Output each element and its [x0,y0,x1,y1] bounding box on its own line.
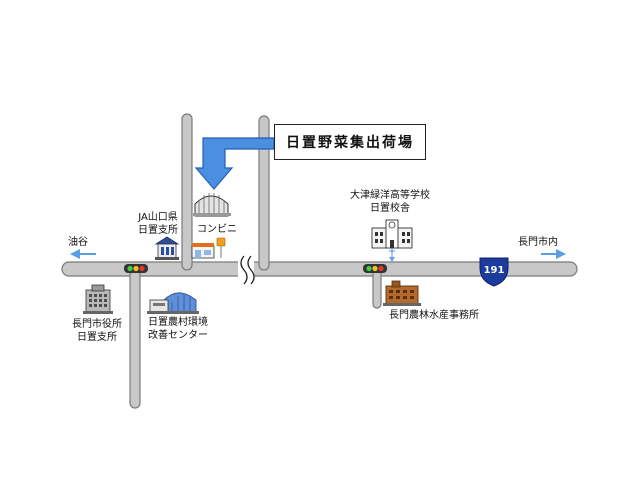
road-north-2 [258,115,270,271]
road-north-1 [181,113,193,271]
community-center-icon [147,292,199,314]
east-arrow-icon [541,249,566,259]
agri-center-line1: 日置農村環境 [148,317,208,328]
route-shield-number: 191 [484,265,505,276]
convenience-label: コンビニ [197,224,237,235]
post-sign-icon [216,237,226,258]
bank-icon [154,236,180,260]
office-building-icon [83,284,113,314]
west-direction-label: 油谷 [68,237,88,248]
ja-label-line2: 日置支所 [138,225,178,236]
city-office-line1: 長門市役所 [72,319,122,330]
store-icon [191,243,215,259]
traffic-light-icon [124,264,148,273]
school-label: 大津緑洋高等学校 日置校舎 [338,189,442,215]
agri-center-label: 日置農村環境 改善センター [148,316,208,342]
school-line2: 日置校舎 [370,203,410,214]
school-icon [371,219,413,262]
factory-icon [383,280,421,306]
city-office-label: 長門市役所 日置支所 [64,318,130,344]
ja-label-line1: JA山口県 [138,212,178,223]
destination-arrow [194,137,275,190]
west-arrow-icon [70,249,96,259]
route-shield-icon: 191 [479,257,509,287]
forestry-office-label: 長門農林水産事務所 [389,310,479,321]
agri-center-line2: 改善センター [148,330,208,341]
traffic-light-icon [363,264,387,273]
road-south-short [372,269,382,309]
destination-label: 日置野菜集出荷場 [274,124,426,160]
road-break-mark [238,255,255,285]
school-line1: 大津緑洋高等学校 [350,190,430,201]
road-south [129,269,141,409]
roads [61,113,578,409]
east-direction-label: 長門市内 [518,237,558,248]
warehouse-icon [193,193,231,217]
ja-label: JA山口県 日置支所 [128,211,188,237]
city-office-line2: 日置支所 [77,332,117,343]
